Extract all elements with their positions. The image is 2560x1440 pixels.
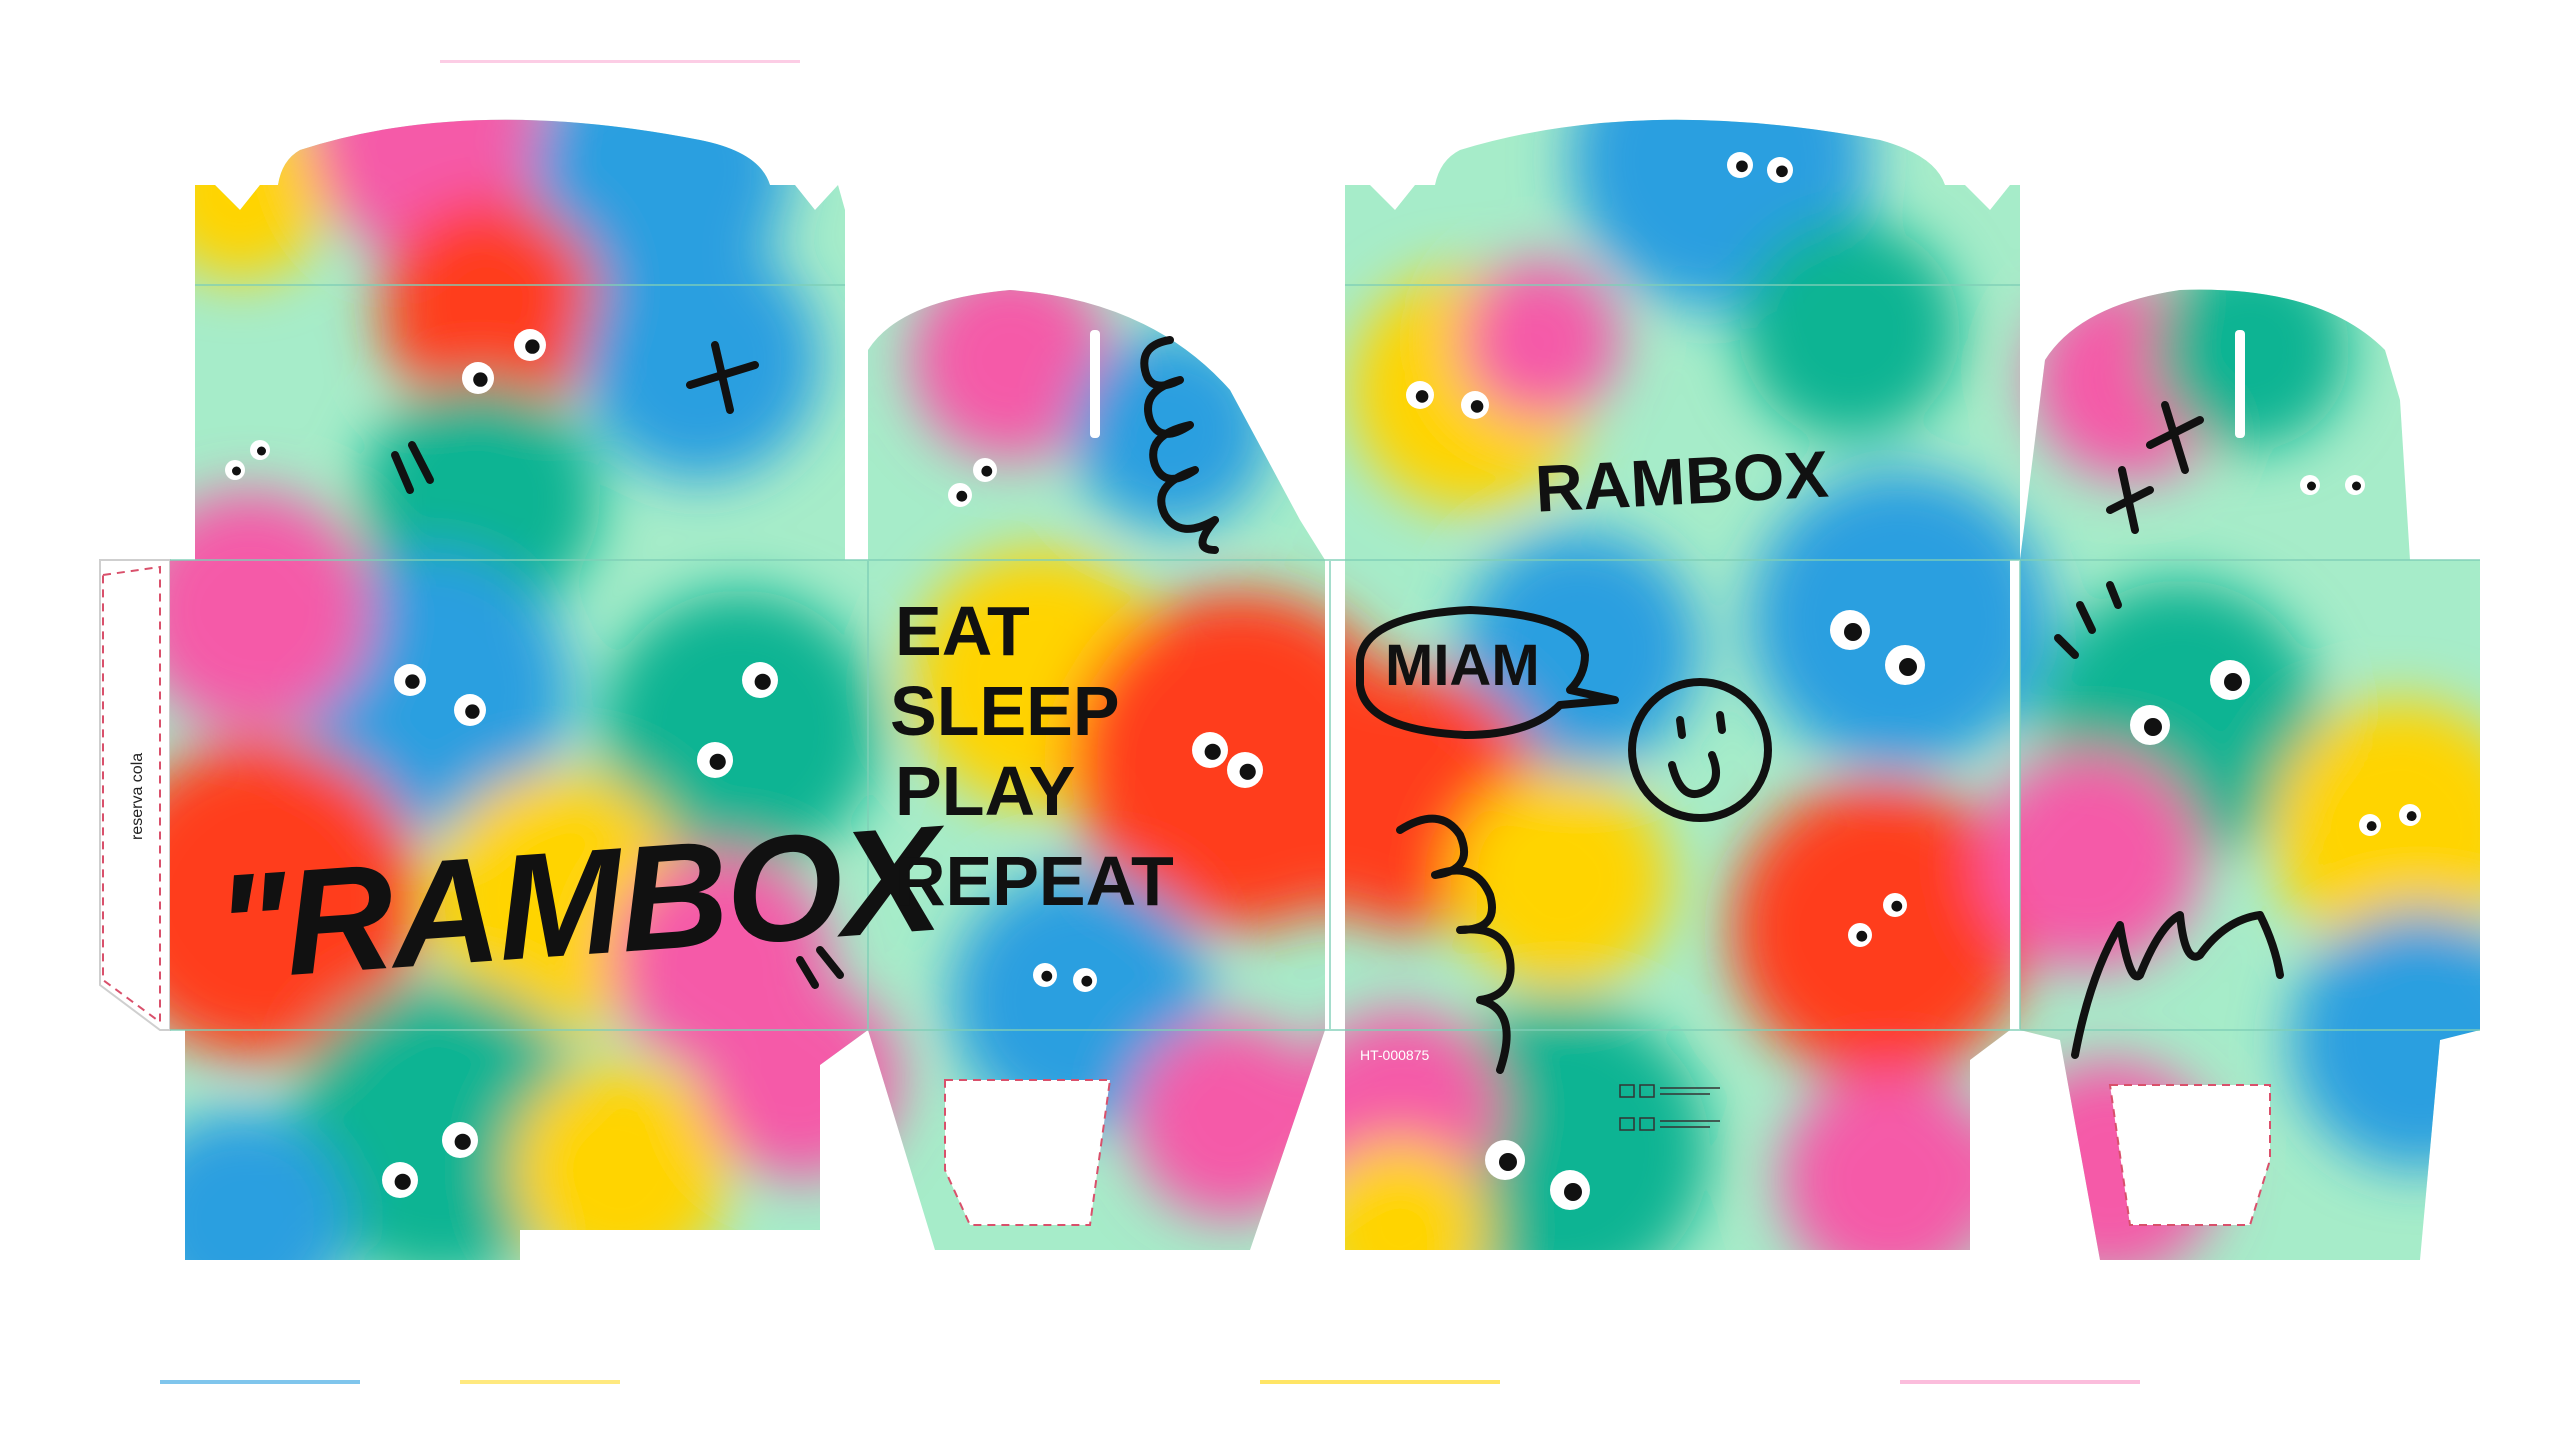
eye-pupil — [754, 673, 771, 690]
eye-pupil — [1899, 658, 1917, 676]
eye-pupil — [1470, 400, 1484, 413]
speech-bubble-text: MIAM — [1385, 633, 1540, 698]
eye-pupil — [454, 1133, 471, 1150]
eye-pupil — [956, 490, 968, 502]
eye-pupil — [1736, 160, 1748, 173]
slogan-line-4: REPEAT — [895, 842, 1174, 920]
eye-pupil — [1041, 970, 1053, 982]
quote-doodle-icon — [391, 441, 434, 494]
eye-pupil — [405, 674, 420, 689]
eye-pupil — [2224, 673, 2242, 691]
color-bars — [160, 60, 2140, 1384]
eye-pupil — [525, 339, 540, 354]
eye-pupil — [473, 372, 488, 387]
recycle-symbol-icon — [1619, 1084, 1720, 1131]
eye-pupil — [1239, 763, 1256, 780]
glue-tab: reserva cola — [99, 559, 171, 1031]
side-slogan: EAT SLEEP PLAY REPEAT — [890, 592, 1174, 920]
eye-pupil — [232, 466, 241, 476]
eye-pupil — [981, 465, 993, 477]
squiggle-doodle-icon — [1396, 814, 1515, 1074]
slogan-line-2: SLEEP — [890, 672, 1120, 750]
eye-pupil — [1844, 623, 1862, 641]
eye-pupil — [2366, 821, 2377, 832]
squiggle-doodle-icon — [1140, 336, 1219, 554]
eye-pupil — [1776, 165, 1788, 178]
eye-pupil — [2352, 481, 2361, 491]
eye-pupil — [2406, 811, 2417, 822]
eye-pupil — [2307, 481, 2316, 491]
smiley-doodle-icon — [1628, 678, 1772, 822]
eye-pupil — [1081, 975, 1093, 987]
eye-pupil — [709, 753, 726, 770]
back-brand: RAMBOX — [1533, 437, 1830, 526]
eye-pupil — [1415, 390, 1429, 403]
googly-eyes-icon — [225, 152, 2421, 1210]
print-code: HT-000875 — [1360, 1047, 1429, 1063]
doodles — [391, 336, 2284, 1074]
slogan-line-1: EAT — [895, 592, 1030, 670]
glue-tab-label: reserva cola — [129, 753, 146, 840]
side-slot-2 — [2235, 330, 2245, 438]
side-slot-1 — [1090, 330, 1100, 438]
eye-pupil — [1891, 900, 1903, 912]
eye-pupil — [465, 704, 480, 719]
eye-pupil — [394, 1173, 411, 1190]
eye-pupil — [2144, 718, 2162, 736]
cross-doodle-icon — [2106, 401, 2204, 534]
eye-pupil — [1856, 930, 1868, 942]
eye-pupil — [1499, 1153, 1517, 1171]
eye-pupil — [1564, 1183, 1582, 1201]
cross-doodle-icon — [686, 341, 759, 414]
eye-pupil — [1204, 743, 1221, 760]
eye-pupil — [257, 446, 266, 456]
slogan-line-3: PLAY — [895, 752, 1075, 830]
bottom-flap-windows — [185, 1079, 2271, 1265]
speech-bubble-icon — [1356, 606, 1619, 739]
fold-lines — [170, 284, 2480, 1031]
